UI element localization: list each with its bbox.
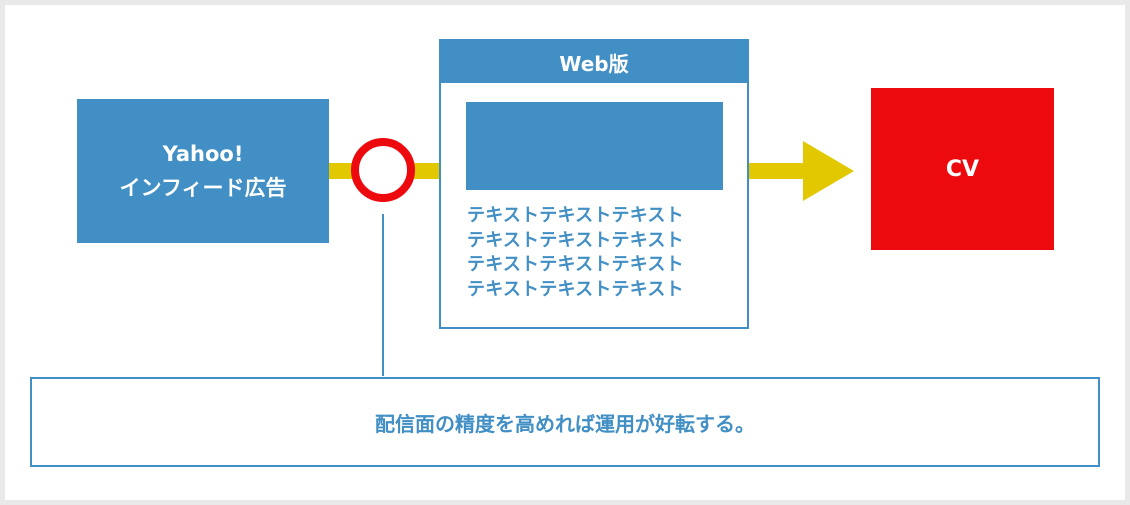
web-text-line: テキストテキストテキスト (467, 278, 684, 300)
web-text-line: テキストテキストテキスト (467, 254, 684, 275)
web-page-image-placeholder (466, 102, 723, 190)
source-ad-box: Yahoo! インフィード広告 (77, 99, 329, 243)
web-page-panel: Web版 テキストテキストテキスト テキストテキストテキスト テキストテキストテ… (439, 39, 749, 329)
arrow-shaft (749, 163, 804, 179)
conversion-label: CV (945, 156, 980, 182)
web-page-body-text: テキストテキストテキスト テキストテキストテキスト テキストテキストテキスト テ… (467, 204, 737, 302)
web-text-line: テキストテキストテキスト (467, 229, 684, 251)
callout-note-box: 配信面の精度を高めれば運用が好転する。 (30, 377, 1100, 467)
circle-marker-icon (351, 138, 415, 202)
web-text-line: テキストテキストテキスト (467, 205, 684, 226)
source-ad-line2: インフィード広告 (119, 176, 287, 200)
conversion-box: CV (871, 88, 1054, 250)
callout-leader-line (382, 214, 384, 376)
arrow-right-icon (803, 141, 854, 201)
source-ad-line1: Yahoo! (162, 142, 244, 166)
web-page-title: Web版 (441, 41, 747, 83)
callout-note-text: 配信面の精度を高めれば運用が好転する。 (375, 411, 755, 436)
